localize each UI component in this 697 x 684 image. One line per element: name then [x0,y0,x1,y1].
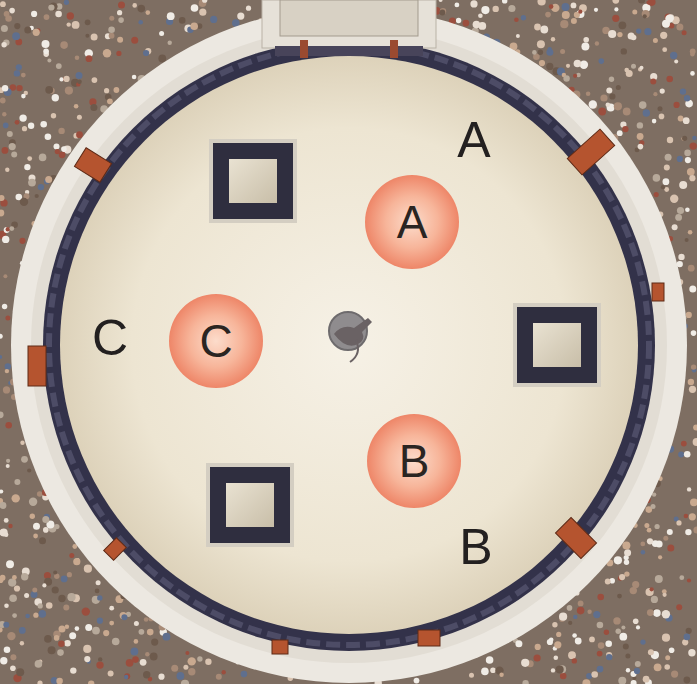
marker-letter: A [397,199,428,245]
marker-letter: B [399,438,430,484]
marker-letter: C [199,318,232,364]
marker-circle: A [365,175,459,269]
marker-circle: B [367,414,461,508]
zone-letter: A [457,115,490,165]
zone-letter: B [459,522,492,572]
zone-letter: C [92,313,128,363]
marker-circle: C [169,294,263,388]
